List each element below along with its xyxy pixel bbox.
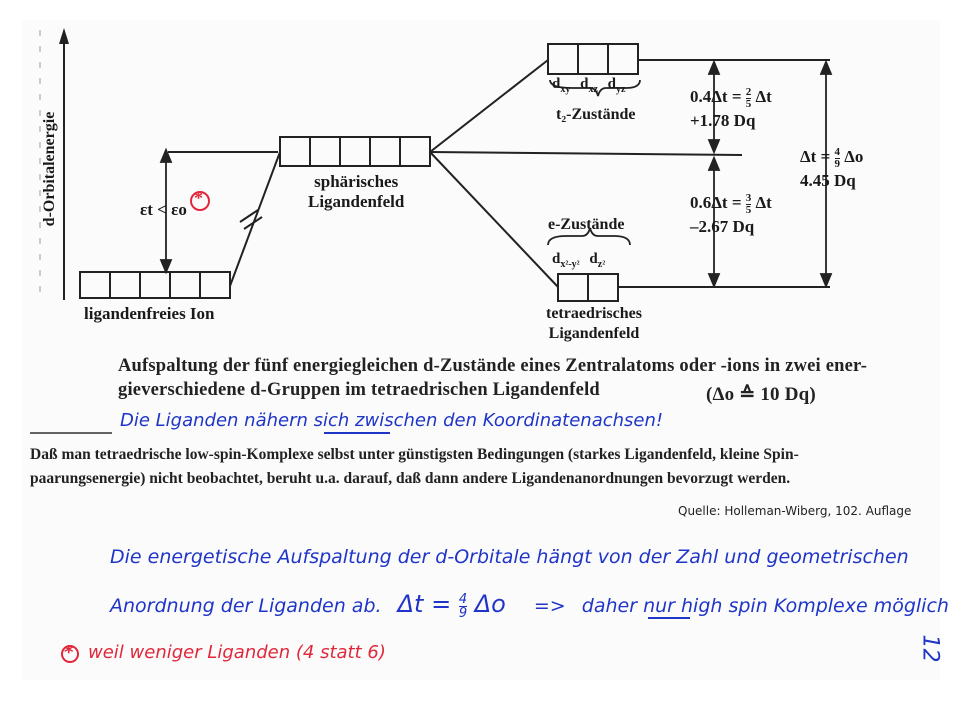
e-brace [547, 227, 631, 246]
scan-background [22, 20, 940, 680]
footnote-text: weil weniger Liganden (4 statt 6) [88, 642, 386, 663]
e-orbital-labels: dx²-y² dz² [552, 251, 606, 270]
page-number: 12 [917, 634, 943, 663]
e-label: e-Zustände [548, 216, 625, 233]
handwritten-note-ligands: Die Liganden nähern sich zwischen den Ko… [120, 410, 664, 431]
epsilon-label: εt < εo [140, 200, 187, 219]
asterisk-mark: * [194, 188, 203, 208]
free-ion-label: ligandenfreies Ion [84, 304, 215, 323]
t2-brace [549, 79, 641, 97]
caption-line-1: Aufspaltung der fünf energiegleichen d-Z… [118, 356, 868, 376]
caption-delta-o: (Δo ≙ 10 Dq) [706, 384, 816, 405]
caption-line-2: gieverschiedene d-Gruppen im tetraedrisc… [118, 380, 600, 400]
t2-orbital-labels: dxy dxz dyz [552, 76, 626, 95]
split-arrows [707, 59, 833, 289]
asterisk-circle [190, 191, 210, 211]
footnote-asterisk-circle [61, 645, 79, 663]
note-line-1: Die energetische Aufspaltung der d-Orbit… [110, 546, 909, 568]
source-citation: Quelle: Holleman-Wiberg, 102. Auflage [678, 504, 912, 518]
splitting-lines [168, 59, 830, 288]
epsilon-arrow [159, 147, 173, 275]
tetrahedral-field-label: tetraedrisches Ligandenfeld [546, 305, 642, 342]
footnote-asterisk: * [64, 642, 74, 663]
energy-axis-label: d-Orbitalenergie [41, 111, 58, 227]
energy-axis-arrow [59, 28, 69, 44]
spherical-field-label: sphärisches Ligandenfeld [308, 172, 405, 211]
paragraph-line-2: paarungsenergie) nicht beobachtet, beruh… [30, 470, 791, 487]
paragraph-line-1: Daß man tetraedrische low-spin-Komplexe … [30, 446, 799, 463]
t2-label: t₂-Zustände [556, 106, 636, 123]
